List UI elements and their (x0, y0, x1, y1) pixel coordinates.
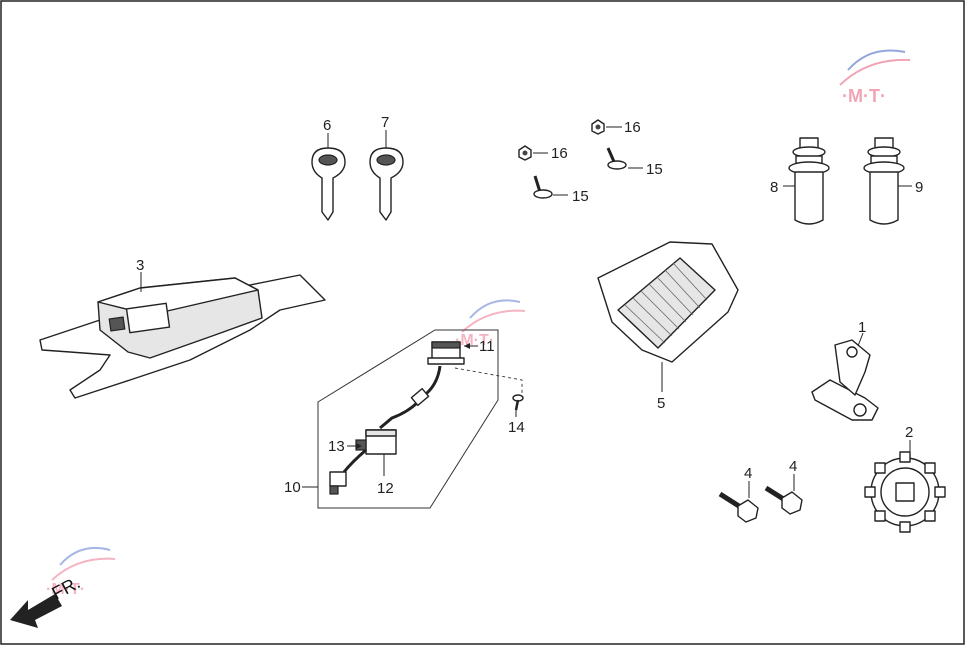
callout-15b: 15 (572, 188, 589, 205)
callout-15a: 15 (646, 161, 663, 178)
plug-pin (329, 485, 339, 495)
callout-5: 5 (657, 395, 665, 412)
moto-logo-watermark: ·M·T· (46, 546, 116, 598)
part-12-module (365, 429, 397, 455)
part-15-bolt (606, 147, 627, 170)
callout-4a: 4 (744, 465, 752, 482)
callout-2: 2 (905, 424, 913, 441)
moto-logo-watermark: ·M·T· (455, 299, 526, 349)
part-7-key (369, 147, 404, 221)
front-direction-arrow-icon (10, 594, 62, 628)
part-1-bracket (811, 339, 879, 421)
callout-1: 1 (858, 319, 866, 336)
callout-3: 3 (136, 257, 144, 274)
wire-connector (410, 387, 430, 407)
part-4-bolt (718, 491, 759, 523)
part-16-nut (518, 145, 532, 161)
callout-8: 8 (770, 179, 778, 196)
svg-text:·M·T·: ·M·T· (46, 581, 85, 598)
svg-text:·M·T·: ·M·T· (455, 332, 494, 349)
part-8-sleeve (788, 137, 830, 225)
moto-logo-watermark: ·M·T· (839, 49, 911, 106)
dashed-guide (454, 367, 523, 395)
wire-lead (342, 448, 367, 473)
svg-text:·M·T·: ·M·T· (842, 86, 886, 106)
callout-10: 10 (284, 479, 301, 496)
callout-4b: 4 (789, 458, 797, 475)
part-9-sleeve (863, 137, 905, 225)
callout-12: 12 (377, 480, 394, 497)
callout-16b: 16 (551, 145, 568, 162)
part-4-bolt (764, 485, 803, 515)
plug-connector (329, 471, 347, 487)
callout-6: 6 (323, 117, 331, 134)
part-3-seat (39, 274, 326, 399)
wire-harness (379, 365, 442, 430)
callout-16a: 16 (624, 119, 641, 136)
part-16-nut (591, 119, 605, 135)
part-5-air-filter (597, 241, 739, 363)
callout-13: 13 (328, 438, 345, 455)
callout-11: 11 (479, 338, 495, 355)
callout-14: 14 (508, 419, 525, 436)
part-6-key (311, 147, 346, 221)
callout-7: 7 (381, 114, 389, 131)
leader-1 (857, 332, 864, 347)
part-2-sprocket (864, 451, 946, 533)
part-15-bolt (533, 175, 553, 199)
callout-9: 9 (915, 179, 923, 196)
part-10-group-outline (317, 329, 499, 509)
part-11-sensor (427, 341, 465, 365)
part-14-screw (512, 394, 524, 411)
